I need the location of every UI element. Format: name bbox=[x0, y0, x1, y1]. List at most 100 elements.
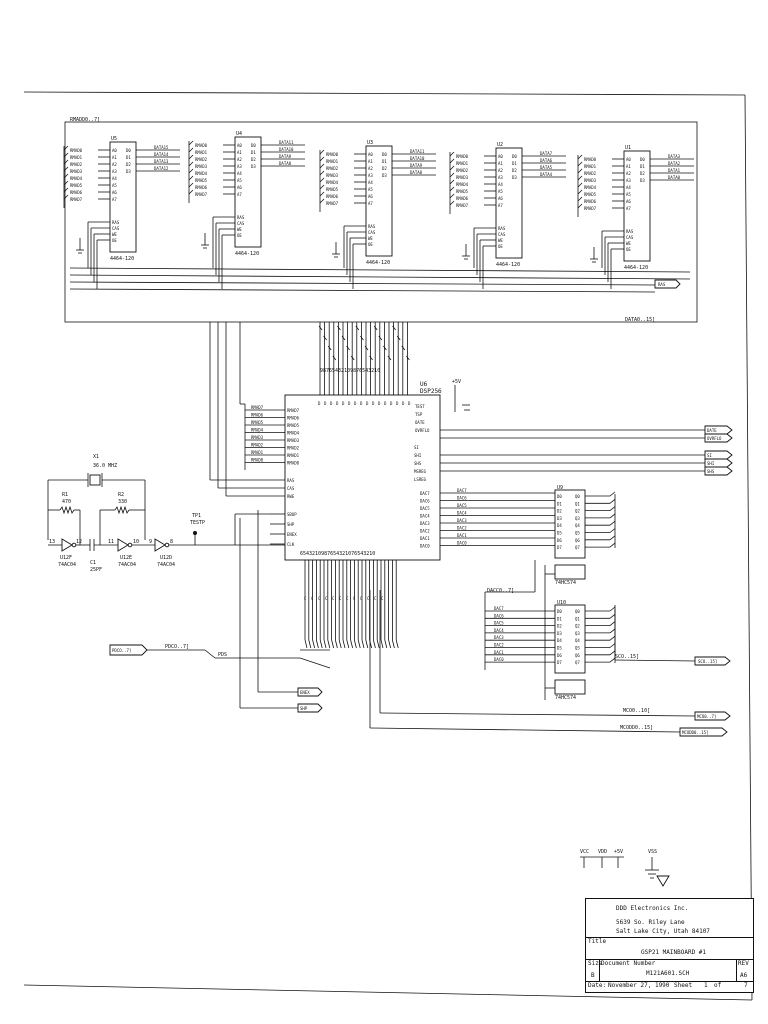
right-port-3[interactable] bbox=[704, 458, 733, 468]
svg-text:D: D bbox=[360, 401, 363, 406]
dram-2-dpin-3: D3 bbox=[382, 173, 387, 178]
dram-3-cpin-1: CAS bbox=[498, 232, 506, 237]
dram-4-apin-1: A1 bbox=[626, 164, 631, 169]
dram-2-apin-4: A4 bbox=[368, 180, 373, 185]
right-port-0[interactable] bbox=[704, 425, 733, 435]
latch-innet-6: DAC1 bbox=[494, 650, 504, 655]
dsp-rmpin-4: LSREG bbox=[414, 477, 427, 482]
dsp-rmpin-0: SI bbox=[414, 445, 419, 450]
pin-13: 13 bbox=[49, 539, 55, 545]
dram-1-dpin-1: D1 bbox=[251, 150, 256, 155]
inv-u12e bbox=[117, 538, 129, 552]
mco-port-label: MCO0..7] bbox=[697, 714, 716, 719]
inv-u12d bbox=[154, 538, 166, 552]
company-address2: Salt Lake City, Utah 84107 bbox=[616, 928, 710, 935]
dram-4-cpin-2: WE bbox=[626, 241, 631, 246]
sco-port[interactable] bbox=[694, 656, 731, 666]
svg-text:D: D bbox=[330, 401, 333, 406]
mcodd-port-label: MCODD0..15] bbox=[682, 730, 709, 735]
dram-0-anet-2: RMAD2 bbox=[70, 162, 83, 167]
dram-chip-3 bbox=[495, 147, 523, 259]
sco-label: SCO..15] bbox=[615, 654, 639, 660]
c1-ref: C1 bbox=[90, 560, 96, 566]
latch-chip-0 bbox=[554, 489, 586, 559]
mco-port[interactable] bbox=[694, 711, 731, 721]
shp-port[interactable] bbox=[297, 703, 323, 713]
dram-ref-4: U1 bbox=[625, 145, 631, 151]
dsp-rtpin-2: OATE bbox=[415, 420, 425, 425]
sheet-value: 1 bbox=[704, 982, 708, 989]
dsp-dnet-0: DAC7 bbox=[457, 488, 467, 493]
dram-part-0: 4464-120 bbox=[110, 256, 134, 262]
dram-chip-0 bbox=[109, 141, 137, 253]
dram-4-dnet-2: DATA1 bbox=[668, 168, 681, 173]
dsp-rmpin-3: MSREG bbox=[414, 469, 427, 474]
right-port-1[interactable] bbox=[704, 433, 733, 443]
dsp-kpin-1: SHP bbox=[287, 522, 295, 527]
dram-1-dpin-2: D2 bbox=[251, 157, 256, 162]
dram-chip-1 bbox=[234, 136, 262, 248]
dram-4-dnet-3: DATA0 bbox=[668, 175, 681, 180]
latch-1-out-2: Q2 bbox=[575, 624, 580, 629]
dram-0-anet-0: RMAD0 bbox=[70, 148, 83, 153]
mcodd-port[interactable] bbox=[679, 727, 728, 737]
dsp-dnet-7: DAC0 bbox=[457, 541, 467, 546]
dram-3-cpin-0: RAS bbox=[498, 226, 506, 231]
dram-3-dnet-1: DATA6 bbox=[540, 158, 553, 163]
inv-u12f bbox=[61, 538, 73, 552]
enex-port[interactable] bbox=[297, 687, 323, 697]
docnum-label: Document Number bbox=[601, 960, 656, 967]
dram-1-anet-3: RMAD3 bbox=[195, 164, 208, 169]
dram-0-dpin-3: D3 bbox=[126, 169, 131, 174]
latch-innet-7: DAC0 bbox=[494, 657, 504, 662]
size-label: Size bbox=[588, 960, 603, 967]
latch-ref-1: U10 bbox=[557, 600, 566, 606]
dsp-dpin-1: DAC6 bbox=[420, 499, 430, 504]
dsp-rtpin-0: TEST bbox=[415, 404, 425, 409]
dram-3-dnet-2: DATA5 bbox=[540, 165, 553, 170]
dram-ref-2: U3 bbox=[367, 140, 373, 146]
latch-1-in-3: D3 bbox=[557, 631, 562, 636]
dram-0-anet-4: RMAD4 bbox=[70, 176, 83, 181]
dram-2-anet-6: RMAD6 bbox=[326, 194, 339, 199]
dram-2-anet-0: RMAD0 bbox=[326, 152, 339, 157]
dram-1-apin-0: A0 bbox=[237, 143, 242, 148]
dram-1-apin-4: A4 bbox=[237, 171, 242, 176]
dram-0-dnet-0: DATA15 bbox=[154, 145, 169, 150]
dram-2-dpin-1: D1 bbox=[382, 159, 387, 164]
dram-4-dpin-2: D2 bbox=[640, 171, 645, 176]
dram-0-dnet-1: DATA14 bbox=[154, 152, 169, 157]
dram-0-apin-6: A6 bbox=[112, 190, 117, 195]
latch-0-in-6: D6 bbox=[557, 538, 562, 543]
ras-port[interactable] bbox=[654, 279, 681, 289]
u12d-part: 74AC04 bbox=[157, 562, 175, 568]
mco-label: MCO0..10] bbox=[623, 708, 650, 714]
title-block: DDD Electronics Inc. 5639 So. Riley Lane… bbox=[585, 898, 754, 993]
right-port-4[interactable] bbox=[704, 466, 733, 476]
dram-3-apin-5: A5 bbox=[498, 189, 503, 194]
dram-4-apin-4: A4 bbox=[626, 185, 631, 190]
bank-bus-1 bbox=[69, 267, 691, 273]
dram-1-apin-7: A7 bbox=[237, 192, 242, 197]
dram-4-anet-7: RMAD7 bbox=[584, 206, 597, 211]
dram-0-anet-6: RMAD6 bbox=[70, 190, 83, 195]
power-symbols: VCC VDD +5V VSS bbox=[580, 849, 670, 887]
right-port-2[interactable] bbox=[704, 450, 733, 460]
latch-0-out-7: Q7 bbox=[575, 545, 580, 550]
dram-0-dpin-0: D0 bbox=[126, 148, 131, 153]
dram-1-apin-3: A3 bbox=[237, 164, 242, 169]
dram-4-dnet-0: DATA3 bbox=[668, 154, 681, 159]
dram-4-apin-0: A0 bbox=[626, 157, 631, 162]
dram-3-cpin-2: WE bbox=[498, 238, 503, 243]
dsp-dnet-3: DAC4 bbox=[457, 511, 467, 516]
dram-3-apin-1: A1 bbox=[498, 161, 503, 166]
dsp-dpin-2: DAC5 bbox=[420, 506, 430, 511]
dram-1-anet-7: RMAD7 bbox=[195, 192, 208, 197]
svg-text:C: C bbox=[360, 596, 363, 601]
dsp-top-digits: 98765432109876543210 bbox=[320, 368, 380, 374]
dram-2-anet-7: RMAD7 bbox=[326, 201, 339, 206]
sheet-border-bottom bbox=[23, 984, 753, 1001]
docnum-value: M121A601.SCH bbox=[646, 970, 690, 977]
pdco-port[interactable] bbox=[109, 644, 148, 656]
svg-text:C: C bbox=[346, 596, 349, 601]
